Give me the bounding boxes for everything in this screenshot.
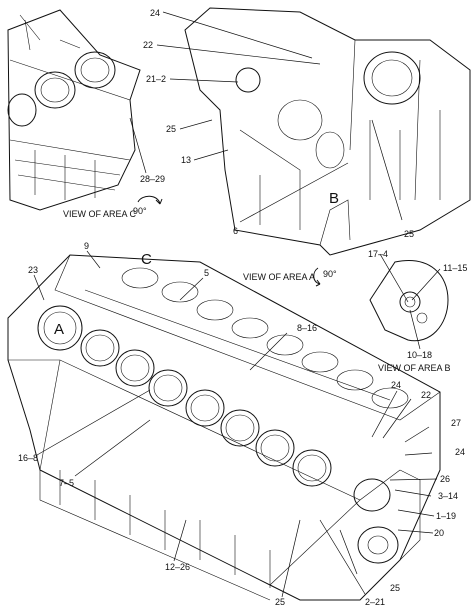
- callout-27: 27: [451, 418, 461, 428]
- callout-5: 5: [204, 268, 209, 278]
- view-area-a-rotation: 90°: [323, 269, 337, 279]
- callout-25-top-right: 25: [404, 229, 414, 239]
- view-area-b-drawing: [184, 7, 471, 256]
- callout-2-21: 2–21: [365, 597, 385, 607]
- rotate-arrow-icon: [137, 195, 163, 205]
- area-letter-a: A: [54, 321, 64, 338]
- view-area-a-caption: VIEW OF AREA A: [243, 272, 315, 282]
- callout-22-top: 22: [143, 40, 153, 50]
- view-area-c-rotation: 90°: [133, 206, 147, 216]
- callout-labels: 24 22 21–2 25 13 28–29 6 25 17–4 11–15 1…: [18, 8, 467, 607]
- main-engine-block-drawing: [7, 254, 441, 601]
- callout-3-14: 3–14: [438, 491, 458, 501]
- callout-24-top: 24: [150, 8, 160, 18]
- cylinder-bores: [37, 305, 332, 487]
- callout-23: 23: [28, 265, 38, 275]
- callout-25-bottom-b: 25: [275, 597, 285, 607]
- callout-10-18: 10–18: [407, 350, 432, 360]
- callout-6: 6: [233, 226, 238, 236]
- callout-7-5: 7–5: [59, 478, 74, 488]
- view-area-b-caption: VIEW OF AREA B: [378, 363, 451, 373]
- view-area-c-drawing: [7, 9, 141, 211]
- callout-28-29: 28–29: [140, 174, 165, 184]
- area-letter-c: C: [141, 251, 152, 268]
- callout-20: 20: [434, 528, 444, 538]
- area-letter-b: B: [329, 190, 339, 207]
- callout-16-8: 16–8: [18, 453, 38, 463]
- callout-22-right: 22: [421, 390, 431, 400]
- callout-8-16: 8–16: [297, 323, 317, 333]
- callout-24-right-a: 24: [391, 380, 401, 390]
- callout-25-top-left: 25: [166, 124, 176, 134]
- callout-1-19: 1–19: [436, 511, 456, 521]
- callout-9: 9: [84, 241, 89, 251]
- view-area-c-caption: VIEW OF AREA C: [63, 209, 137, 219]
- callout-13: 13: [181, 155, 191, 165]
- callout-24-right-b: 24: [455, 447, 465, 457]
- callout-12-26: 12–26: [165, 562, 190, 572]
- callout-21-2: 21–2: [146, 74, 166, 84]
- callout-11-15: 11–15: [443, 263, 467, 273]
- callout-25-bottom-a: 25: [390, 583, 400, 593]
- rotate-arrow-icon: [313, 267, 321, 287]
- callout-17-4: 17–4: [368, 249, 388, 259]
- leader-lines: [33, 11, 441, 598]
- far-bank-cylinders: [121, 267, 409, 409]
- area-b-detail-drawing: [369, 260, 449, 342]
- callout-26: 26: [440, 474, 450, 484]
